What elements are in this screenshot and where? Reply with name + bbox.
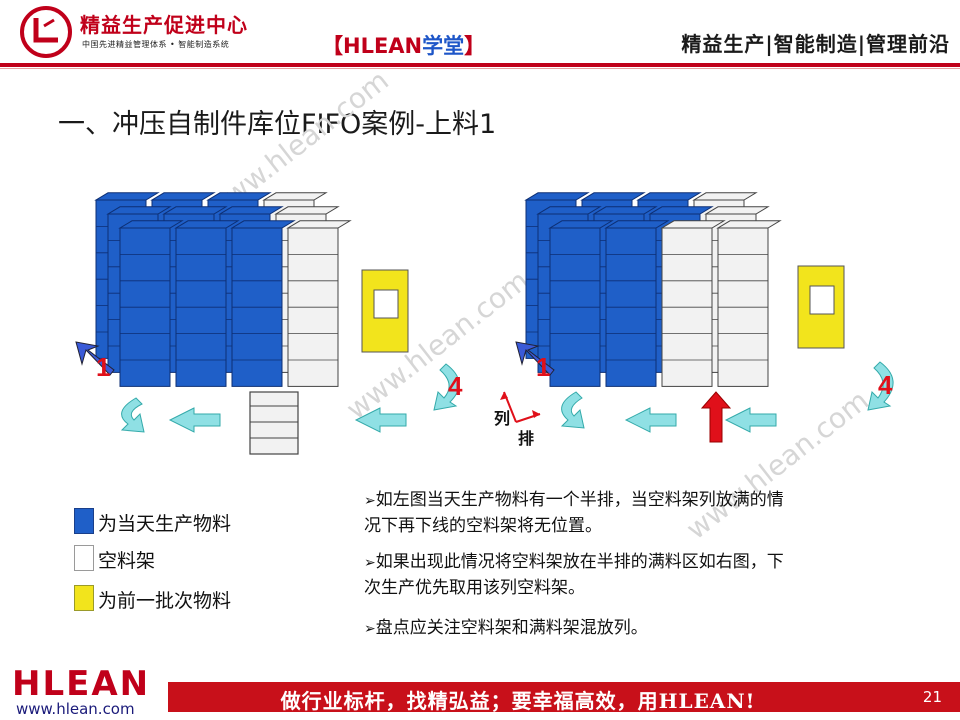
bullet-item: ➢如左图当天生产物料有一个半排，当空料架列放满的情 况下再下线的空料架将无位置。 xyxy=(364,488,784,539)
rack-top xyxy=(548,220,614,229)
rack-top xyxy=(648,206,714,215)
curve-arrow-icon xyxy=(433,363,460,411)
bullet-line: 如左图当天生产物料有一个半排，当空料架列放满的情 xyxy=(375,490,784,510)
brand-xuetang: 学堂 xyxy=(422,34,465,58)
rack-top xyxy=(150,192,216,201)
bullet-line: 盘点应关注空料架和满料架混放列。 xyxy=(375,618,648,638)
rack-top xyxy=(174,220,240,229)
rack-diagram-left: 1 4 xyxy=(75,192,463,455)
brand-bracket-left: 【 xyxy=(322,34,343,58)
flow-arrow-icon xyxy=(624,407,677,433)
rack-top xyxy=(206,192,272,201)
slide-title: 一、冲压自制件库位FIFO案例-上料1 xyxy=(58,109,497,140)
page-number: 21 xyxy=(922,688,942,706)
rack-top xyxy=(118,220,184,229)
org-name: 精益生产促进中心 xyxy=(80,13,248,37)
org-subtitle: 中国先进精益管理体系 • 智能制造系统 xyxy=(82,40,230,49)
bullet-marker-icon: ➢ xyxy=(364,621,376,637)
legend-swatch-white xyxy=(74,545,94,571)
legend-swatch-yellow xyxy=(74,585,94,611)
rack-top xyxy=(162,206,228,215)
flow-arrow-icon xyxy=(724,407,777,433)
footer-url[interactable]: www.hlean.com xyxy=(16,700,135,718)
legend-item: 为前一批次物料 xyxy=(74,585,294,612)
flow-arrow-icon xyxy=(168,407,221,433)
header-divider xyxy=(0,63,960,67)
rack-top xyxy=(524,192,590,201)
legend-swatch-blue xyxy=(74,508,94,534)
bullet-line: 次生产优先取用该列空料架。 xyxy=(364,578,585,598)
step-label-4: 4 xyxy=(448,371,463,401)
yellow-rack xyxy=(797,265,845,349)
brand-name: HLEAN xyxy=(343,34,423,58)
footer-logo: HLEAN xyxy=(12,664,151,704)
rack-top xyxy=(704,206,770,215)
rack-top xyxy=(716,220,782,229)
curve-arrow-icon xyxy=(867,361,894,411)
rack-top xyxy=(636,192,702,201)
bullet-line: 况下再下线的空料架将无位置。 xyxy=(364,516,602,536)
curve-arrow-icon xyxy=(120,397,145,433)
axis-indicator: 列 排 xyxy=(494,391,541,448)
bullet-item: ➢如果出现此情况将空料架放在半排的满料区如右图，下 次生产优先取用该列空料架。 xyxy=(364,550,784,601)
empty-rack-incoming xyxy=(249,391,299,455)
rack-diagram-right: 1 4 列 排 xyxy=(494,192,894,448)
rack-top xyxy=(230,220,296,229)
header-tagline: 精益生产|智能制造|管理前沿 xyxy=(681,32,950,56)
up-arrow-icon xyxy=(700,391,732,443)
rack-top xyxy=(536,206,602,215)
rack-top xyxy=(94,192,160,201)
legend-label: 空料架 xyxy=(98,550,156,572)
diagonal-arrow-icon xyxy=(75,341,115,376)
curve-arrow-icon xyxy=(560,391,585,429)
rack-top xyxy=(286,220,352,229)
legend-item: 空料架 xyxy=(74,545,294,572)
brand-bracket-right: 】 xyxy=(464,34,486,58)
rack-top xyxy=(580,192,646,201)
bullet-item: ➢盘点应关注空料架和满料架混放列。 xyxy=(364,616,648,642)
step-label-4: 4 xyxy=(878,370,893,400)
rack-top xyxy=(604,220,670,229)
header: 精益生产促进中心 中国先进精益管理体系 • 智能制造系统 【HLEAN学堂】 精… xyxy=(0,0,960,69)
legend-label: 为当天生产物料 xyxy=(98,513,232,535)
axis-label-row: 排 xyxy=(518,429,534,448)
rack-top xyxy=(274,206,340,215)
flow-arrow-icon xyxy=(354,407,407,433)
rack-top xyxy=(692,192,758,201)
step-label-1: 1 xyxy=(96,352,110,382)
legend-label: 为前一批次物料 xyxy=(98,590,232,612)
step-label-1: 1 xyxy=(536,352,550,382)
axis-label-column: 列 xyxy=(494,409,510,428)
footer-bar: 做行业标杆，找精弘益；要幸福高效，用HLEAN! 21 xyxy=(168,682,960,713)
footer-slogan: 做行业标杆，找精弘益；要幸福高效，用HLEAN! xyxy=(280,689,756,713)
legend-item: 为当天生产物料 xyxy=(74,508,294,535)
rack-top xyxy=(660,220,726,229)
rack-top xyxy=(218,206,284,215)
bullet-marker-icon: ➢ xyxy=(364,493,376,509)
yellow-rack xyxy=(361,269,409,353)
brand-tag: 【HLEAN学堂】 xyxy=(322,30,485,60)
rack-top xyxy=(106,206,172,215)
diagonal-arrow-icon xyxy=(515,341,555,376)
header-divider-thin xyxy=(0,68,960,69)
bullet-line: 如果出现此情况将空料架放在半排的满料区如右图，下 xyxy=(375,552,784,572)
bullet-marker-icon: ➢ xyxy=(364,555,376,571)
rack-top xyxy=(592,206,658,215)
org-logo-icon xyxy=(20,6,72,58)
rack-top xyxy=(262,192,328,201)
